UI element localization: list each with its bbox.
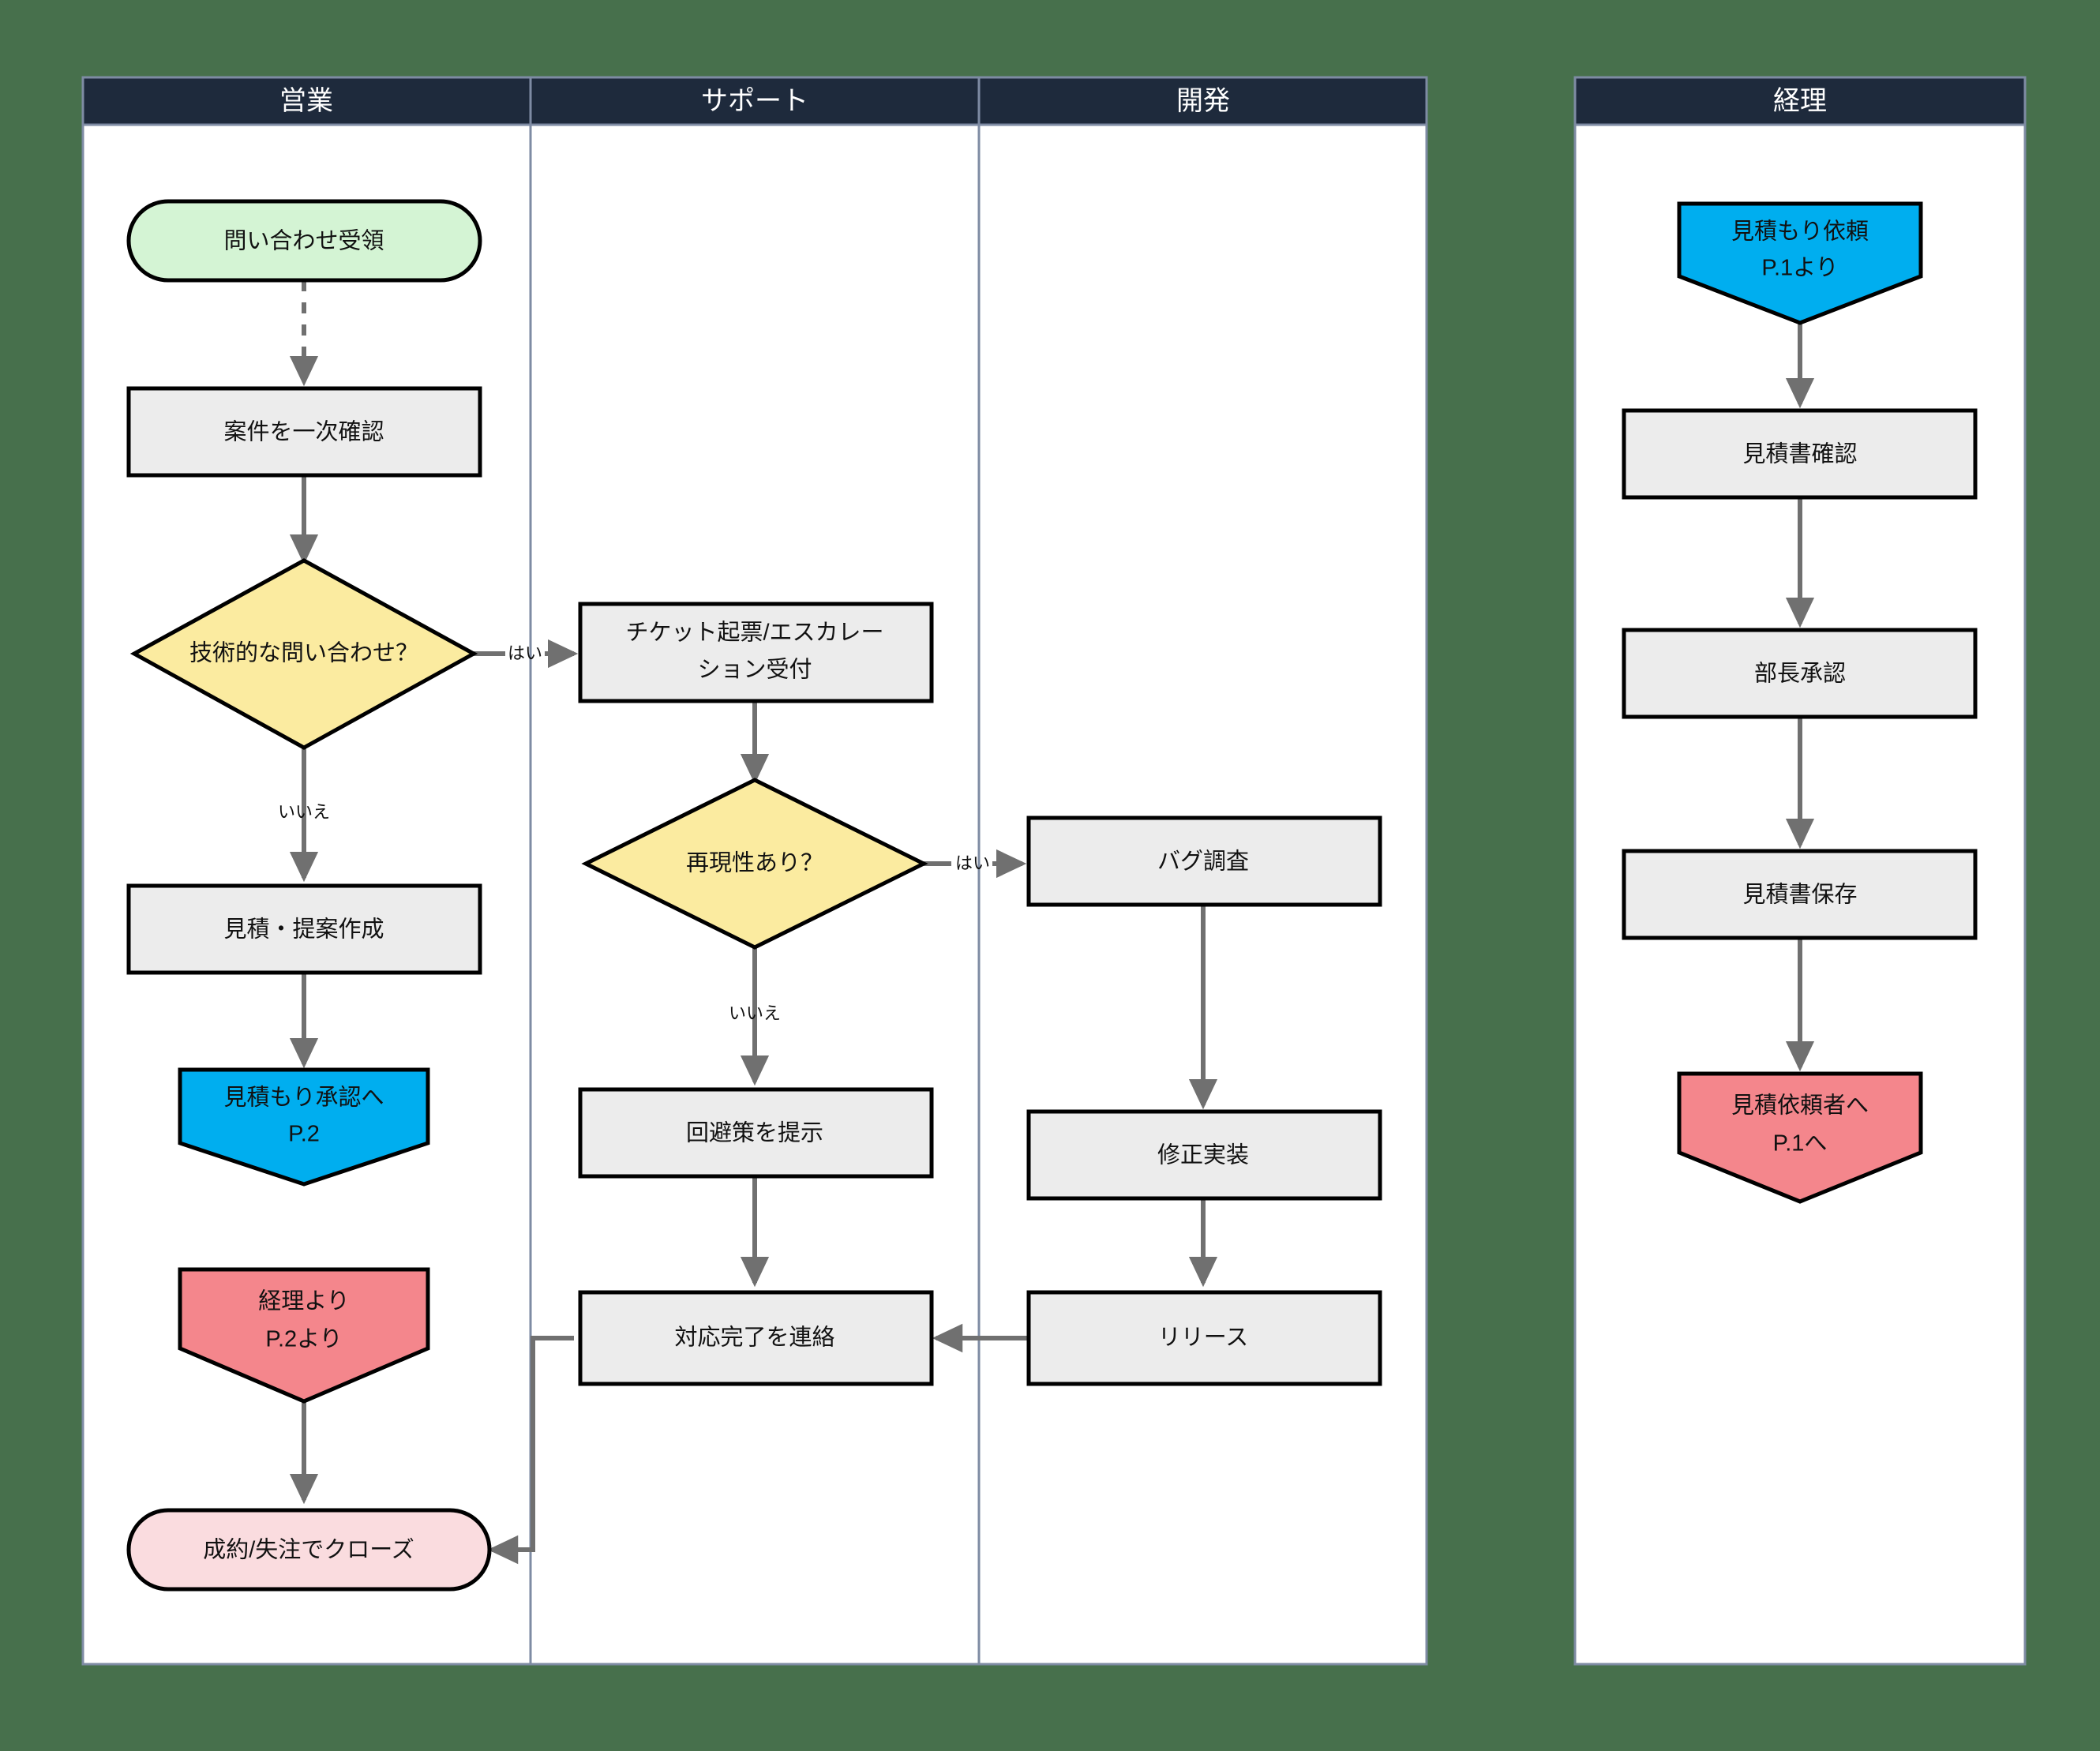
node-label-n16: 見積書確認: [1742, 441, 1857, 467]
node-is-technical-inquiry[interactable]: 技術的な問い合わせ？: [129, 558, 478, 750]
lane-outline-account: [1573, 76, 2027, 1666]
edge-label-yes-n9: はい: [955, 853, 990, 873]
node-label-n5-line2: P.2: [288, 1122, 320, 1147]
node-label-n8-line2: ション受付: [697, 657, 812, 683]
node-shape-rect: [578, 1087, 934, 1179]
lane-title-account: 経理: [1773, 86, 1827, 116]
node-label-n14: リリース: [1158, 1325, 1249, 1351]
node-label-n12: バグ調査: [1157, 849, 1249, 875]
node-shape-offpage: [1677, 201, 1923, 325]
node-shape-rect: [1026, 816, 1382, 907]
node-label-n3: 技術的な問い合わせ？: [189, 640, 418, 666]
node-shape-offpage: [178, 1067, 430, 1187]
node-notify-completion[interactable]: 対応完了を連絡: [578, 1290, 934, 1386]
node-inquiry-received[interactable]: 問い合わせ受領: [126, 199, 482, 283]
node-label-n19-line1: 見積依頼者へ: [1731, 1093, 1869, 1119]
edge-label-no-n3: いいえ: [278, 802, 330, 822]
lane-header-band-account: [1575, 77, 2025, 125]
node-shape-offpage: [1677, 1071, 1923, 1204]
node-shape-rect: [1622, 408, 1978, 500]
lane-header-band-left: [83, 77, 1427, 125]
node-label-n11: 対応完了を連絡: [674, 1325, 834, 1351]
node-label-n15-line1: 見積もり依頼: [1731, 219, 1869, 245]
edge-label-no-n9: いいえ: [729, 1003, 781, 1023]
node-label-n4: 見積・提案作成: [223, 917, 384, 943]
node-label-n6-line2: P.2より: [265, 1327, 342, 1352]
node-create-quote-proposal[interactable]: 見積・提案作成: [126, 883, 482, 975]
node-label-n5-line1: 見積もり承認へ: [223, 1085, 384, 1111]
node-label-n2: 案件を一次確認: [223, 419, 384, 445]
node-shape-stadium: [126, 1508, 492, 1592]
node-label-n1: 問い合わせ受領: [223, 228, 384, 254]
node-shape-rect: [578, 1290, 934, 1386]
node-label-n19-line2: P.1へ: [1773, 1131, 1828, 1157]
node-shape-rect: [1622, 849, 1978, 940]
node-manager-approval[interactable]: 部長承認: [1622, 628, 1978, 719]
node-label-n15-line2: P.1より: [1761, 256, 1838, 281]
node-ticket-escalation-intake[interactable]: チケット起票/エスカレー ション受付: [578, 602, 934, 703]
node-verify-quote-document[interactable]: 見積書確認: [1622, 408, 1978, 500]
node-from-accounting-p2[interactable]: 経理より P.2より: [178, 1267, 430, 1404]
node-shape-rect: [126, 883, 482, 975]
node-shape-offpage: [178, 1267, 430, 1404]
node-quote-request-from-p1[interactable]: 見積もり依頼 P.1より: [1677, 201, 1923, 325]
node-to-quote-approval-p2[interactable]: 見積もり承認へ P.2: [178, 1067, 430, 1187]
node-label-n10: 回避策を提示: [686, 1120, 823, 1146]
lane-outline-left: [81, 76, 1428, 1666]
lane-title-dev: 開発: [1176, 86, 1230, 116]
node-label-n6-line1: 経理より: [258, 1288, 349, 1314]
node-store-quote-document[interactable]: 見積書保存: [1622, 849, 1978, 940]
node-is-reproducible[interactable]: 再現性あり？: [581, 778, 928, 950]
node-label-n17: 部長承認: [1754, 661, 1846, 687]
node-shape-rect: [1622, 628, 1978, 719]
node-label-n13: 修正実装: [1157, 1142, 1249, 1168]
node-label-n8-line1: チケット起票/エスカレー: [625, 620, 883, 646]
node-shape-rect: [1026, 1290, 1382, 1386]
node-shape-rect: [126, 386, 482, 478]
node-shape-rect: [578, 602, 934, 703]
edge-label-yes-n3: はい: [508, 643, 542, 663]
node-shape-diamond: [129, 558, 478, 750]
node-close-won-lost[interactable]: 成約/失注でクローズ: [126, 1508, 492, 1592]
node-release[interactable]: リリース: [1026, 1290, 1382, 1386]
node-provide-workaround[interactable]: 回避策を提示: [578, 1087, 934, 1179]
edge-layer: はい いいえ はい いいえ: [278, 280, 1815, 1565]
node-bug-investigation[interactable]: バグ調査: [1026, 816, 1382, 907]
lane-title-support: サポート: [701, 86, 808, 116]
node-label-n7: 成約/失注でクローズ: [203, 1537, 414, 1563]
node-first-check[interactable]: 案件を一次確認: [126, 386, 482, 478]
node-label-n9: 再現性あり？: [686, 850, 823, 876]
lane-title-sales: 営業: [279, 86, 333, 116]
node-label-n18: 見積書保存: [1742, 882, 1857, 908]
node-back-to-requester-p1[interactable]: 見積依頼者へ P.1へ: [1677, 1071, 1923, 1204]
node-implement-fix[interactable]: 修正実装: [1026, 1109, 1382, 1201]
node-shape-rect: [1026, 1109, 1382, 1201]
node-shape-diamond: [581, 778, 928, 950]
edge-n11-n7: [487, 1336, 574, 1565]
node-shape-stadium: [126, 199, 482, 283]
